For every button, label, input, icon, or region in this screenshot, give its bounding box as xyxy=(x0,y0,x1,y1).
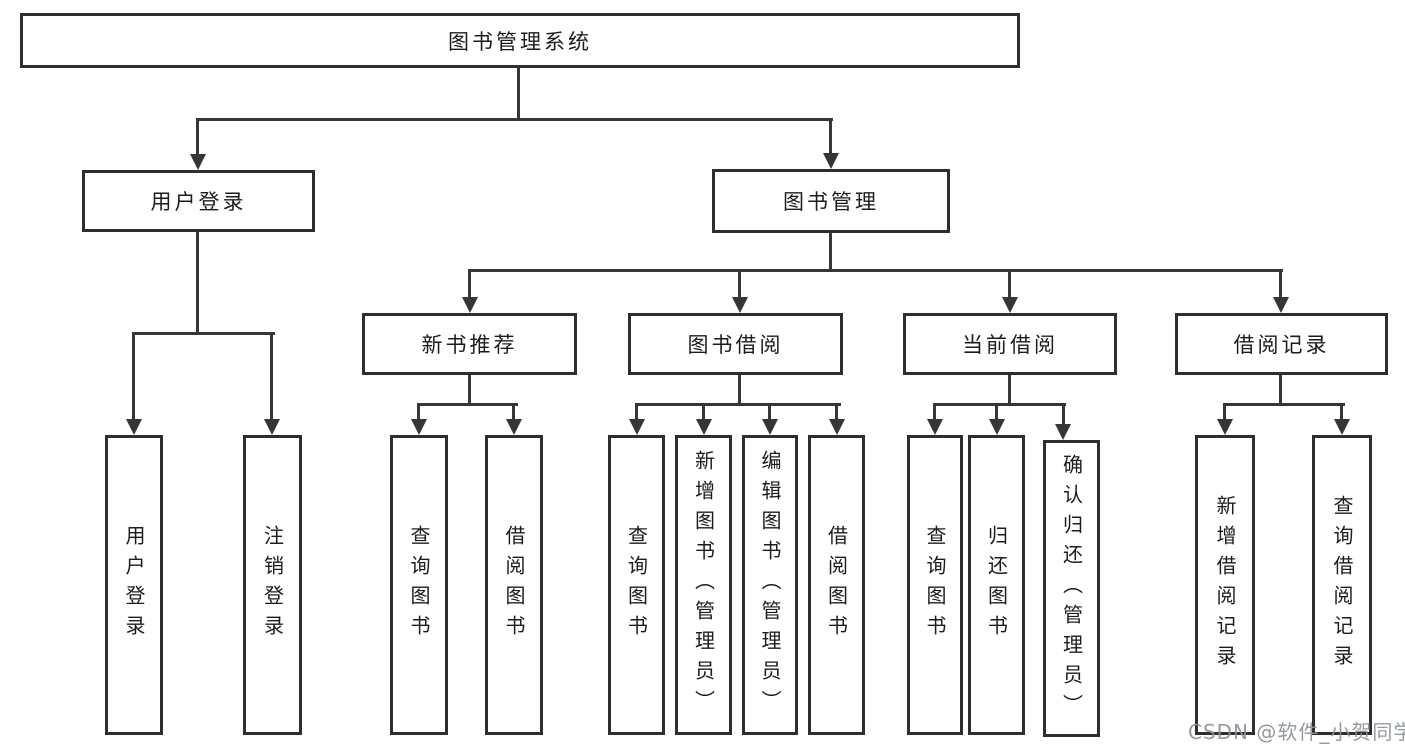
leaf-bor-edit-books-admin: 编辑图书（管理员） xyxy=(742,435,798,735)
csdn-watermark: CSDN @软件_小贺同学 xyxy=(1188,720,1405,744)
leaf-cur-return-books: 归还图书 xyxy=(968,435,1025,735)
connector-line xyxy=(1223,403,1226,419)
connector-line xyxy=(417,403,420,419)
arrow-down-icon xyxy=(1002,297,1018,313)
node-borrowing-records-label: 借阅记录 xyxy=(1233,333,1330,357)
connector-line xyxy=(995,403,998,419)
arrow-down-icon xyxy=(190,154,206,170)
leaf-cur-query-books: 查询图书 xyxy=(907,435,963,735)
connector-line xyxy=(132,332,275,335)
connector-line xyxy=(933,403,936,419)
connector-line xyxy=(1279,375,1282,405)
leaf-recd-query-record: 查询借阅记录 xyxy=(1312,435,1372,735)
arrow-down-icon xyxy=(823,153,839,169)
connector-line xyxy=(270,332,273,419)
leaf-cur-query-books-label: 查询图书 xyxy=(923,525,947,645)
leaf-user-login: 用户登录 xyxy=(105,435,163,735)
connector-line xyxy=(635,403,841,406)
arrow-down-icon xyxy=(264,419,280,435)
node-root: 图书管理系统 xyxy=(20,13,1020,68)
connector-line xyxy=(933,403,1066,406)
leaf-bor-borrow-books: 借阅图书 xyxy=(808,435,865,735)
leaf-bor-add-books-admin-label: 新增图书（管理员） xyxy=(691,450,716,720)
arrow-down-icon xyxy=(829,419,845,435)
connector-line xyxy=(1008,375,1011,405)
arrow-down-icon xyxy=(1055,424,1071,440)
connector-line xyxy=(1279,269,1282,297)
leaf-bor-borrow-books-label: 借阅图书 xyxy=(824,525,849,645)
leaf-rec-query-books: 查询图书 xyxy=(390,435,448,735)
node-book-borrowing: 图书借阅 xyxy=(628,313,843,375)
connector-line xyxy=(635,403,638,419)
leaf-bor-add-books-admin: 新增图书（管理员） xyxy=(675,435,732,735)
connector-line xyxy=(417,403,518,406)
arrow-down-icon xyxy=(411,419,427,435)
connector-line xyxy=(738,269,741,297)
connector-line xyxy=(1008,269,1011,297)
leaf-bor-query-books-label: 查询图书 xyxy=(624,525,649,645)
connector-line xyxy=(196,118,833,121)
node-new-book-recommend-label: 新书推荐 xyxy=(421,333,518,357)
leaf-bor-edit-books-admin-label: 编辑图书（管理员） xyxy=(758,450,782,720)
connector-line xyxy=(512,403,515,419)
leaf-rec-borrow-books-label: 借阅图书 xyxy=(502,525,526,645)
connector-line xyxy=(468,269,1283,272)
leaf-cur-confirm-return-admin-label: 确认归还（管理员） xyxy=(1059,453,1084,724)
connector-line xyxy=(132,332,135,419)
leaf-bor-query-books: 查询图书 xyxy=(608,435,665,735)
leaf-recd-add-record-label: 新增借阅记录 xyxy=(1213,495,1237,675)
node-borrowing-records: 借阅记录 xyxy=(1175,313,1388,375)
connector-line xyxy=(468,375,471,405)
node-book-management: 图书管理 xyxy=(712,169,950,233)
leaf-user-login-label: 用户登录 xyxy=(122,525,146,645)
node-book-borrowing-label: 图书借阅 xyxy=(687,333,784,357)
connector-line xyxy=(829,118,832,154)
arrow-down-icon xyxy=(927,419,943,435)
leaf-logout: 注销登录 xyxy=(243,435,302,735)
node-current-borrowing: 当前借阅 xyxy=(903,313,1117,375)
connector-line xyxy=(196,232,199,335)
connector-line xyxy=(702,403,705,419)
arrow-down-icon xyxy=(1273,297,1289,313)
arrow-down-icon xyxy=(762,419,778,435)
leaf-rec-borrow-books: 借阅图书 xyxy=(485,435,543,735)
leaf-cur-confirm-return-admin: 确认归还（管理员） xyxy=(1043,440,1100,737)
node-new-book-recommend: 新书推荐 xyxy=(362,313,577,375)
connector-line xyxy=(738,375,741,405)
node-user-login: 用户登录 xyxy=(82,170,315,232)
arrow-down-icon xyxy=(989,419,1005,435)
connector-line xyxy=(468,269,471,297)
connector-line xyxy=(1340,403,1343,419)
connector-line xyxy=(517,68,520,121)
arrow-down-icon xyxy=(126,419,142,435)
arrow-down-icon xyxy=(1217,419,1233,435)
leaf-logout-label: 注销登录 xyxy=(260,525,285,645)
arrow-down-icon xyxy=(506,419,522,435)
connector-line xyxy=(829,233,832,272)
arrow-down-icon xyxy=(462,297,478,313)
leaf-recd-query-record-label: 查询借阅记录 xyxy=(1330,495,1354,675)
leaf-rec-query-books-label: 查询图书 xyxy=(407,525,431,645)
node-root-label: 图书管理系统 xyxy=(448,29,592,54)
arrow-down-icon xyxy=(696,419,712,435)
connector-line xyxy=(768,403,771,419)
leaf-cur-return-books-label: 归还图书 xyxy=(984,525,1009,645)
arrow-down-icon xyxy=(1334,419,1350,435)
node-current-borrowing-label: 当前借阅 xyxy=(962,333,1058,357)
connector-line xyxy=(196,118,199,155)
arrow-down-icon xyxy=(629,419,645,435)
connector-line xyxy=(1062,403,1065,424)
node-book-management-label: 图书管理 xyxy=(783,190,879,214)
arrow-down-icon xyxy=(732,297,748,313)
node-user-login-label: 用户登录 xyxy=(150,190,247,214)
connector-line xyxy=(835,403,838,419)
leaf-recd-add-record: 新增借阅记录 xyxy=(1195,435,1255,735)
connector-line xyxy=(1223,403,1345,406)
